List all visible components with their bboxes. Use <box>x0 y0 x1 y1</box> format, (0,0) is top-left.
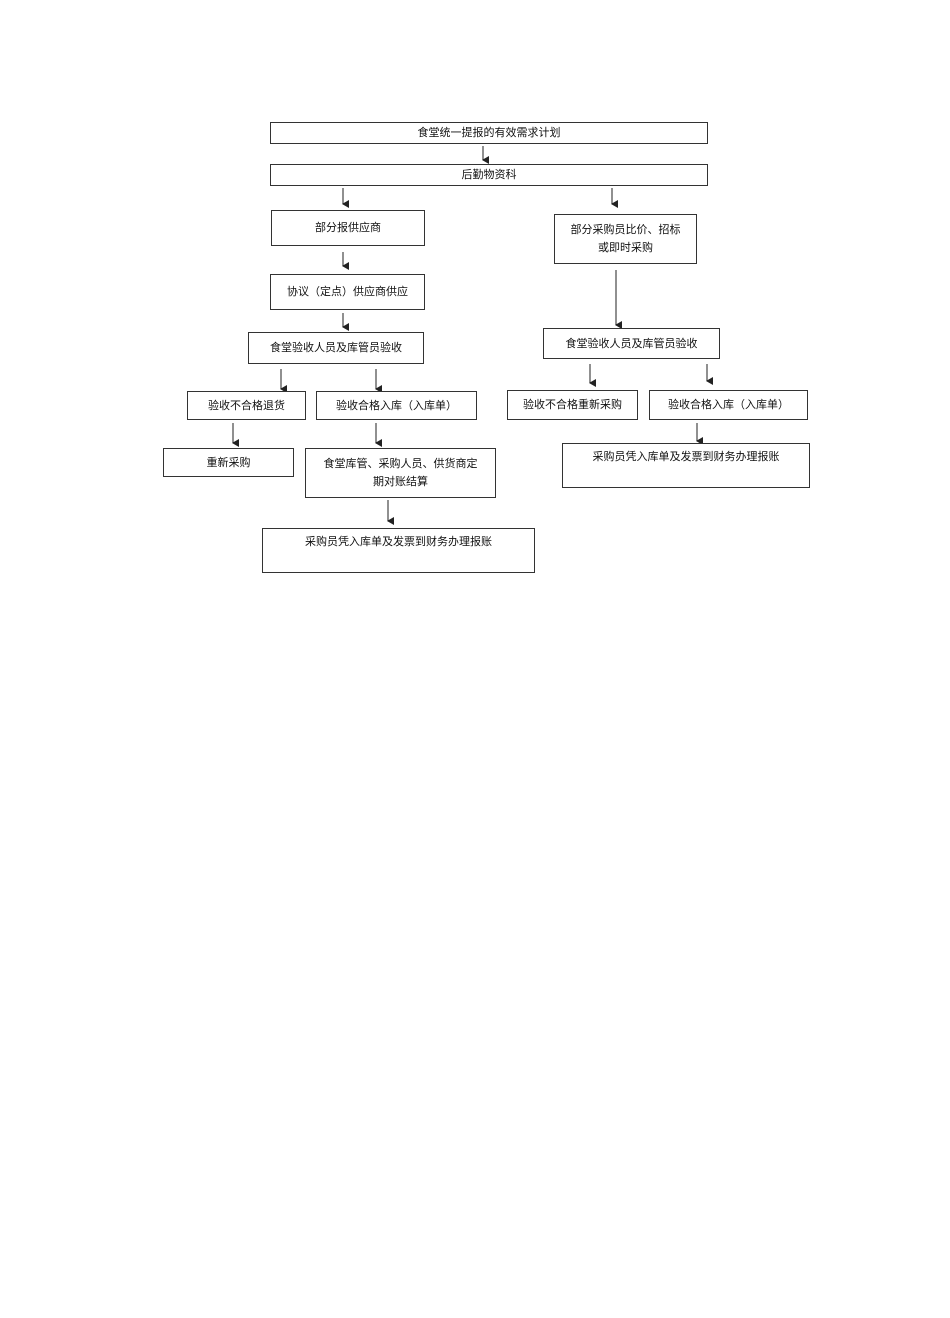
right-reimburse-label: 采购员凭入库单及发票到财务办理报账 <box>592 450 780 463</box>
left-settle-line1: 食堂库管、采购人员、供货商定 <box>323 457 478 470</box>
right-inspect-label: 食堂验收人员及库管员验收 <box>565 336 698 350</box>
left-settle-line2: 期对账结算 <box>373 475 428 488</box>
left-inspect-label: 食堂验收人员及库管员验收 <box>270 341 402 354</box>
left-supplier-label: 部分报供应商 <box>315 221 381 234</box>
left-agreement-box: 协议（定点）供应商供应 <box>270 274 425 310</box>
left-supplier-box: 部分报供应商 <box>271 210 425 246</box>
left-reimburse-box: 采购员凭入库单及发票到财务办理报账 <box>262 528 535 573</box>
right-reimburse-box: 采购员凭入库单及发票到财务办理报账 <box>562 443 810 488</box>
left-agreement-label: 协议（定点）供应商供应 <box>287 285 408 298</box>
left-settle-box: 食堂库管、采购人员、供货商定 期对账结算 <box>305 448 496 498</box>
right-fail-box: 验收不合格重新采购 <box>507 390 638 420</box>
right-inspect-box: 食堂验收人员及库管员验收 <box>543 328 720 359</box>
left-fail-label: 验收不合格退货 <box>208 398 285 412</box>
right-buyer-line2: 或即时采购 <box>598 241 653 254</box>
left-pass-box: 验收合格入库（入库单） <box>316 391 477 420</box>
right-buyer-line1: 部分采购员比价、招标 <box>570 223 681 236</box>
logistics-box: 后勤物资科 <box>270 164 708 186</box>
left-pass-label: 验收合格入库（入库单） <box>336 398 457 412</box>
right-pass-box: 验收合格入库（入库单） <box>649 390 808 420</box>
right-buyer-box: 部分采购员比价、招标 或即时采购 <box>554 214 697 264</box>
left-reimburse-label: 采购员凭入库单及发票到财务办理报账 <box>305 535 492 548</box>
left-repurchase-box: 重新采购 <box>163 448 294 477</box>
plan-label: 食堂统一提报的有效需求计划 <box>417 126 561 139</box>
left-fail-box: 验收不合格退货 <box>187 391 306 420</box>
right-pass-label: 验收合格入库（入库单） <box>668 398 789 411</box>
left-repurchase-label: 重新采购 <box>206 455 251 469</box>
right-fail-label: 验收不合格重新采购 <box>523 398 622 411</box>
left-inspect-box: 食堂验收人员及库管员验收 <box>248 332 424 364</box>
logistics-label: 后勤物资科 <box>461 168 517 181</box>
plan-box: 食堂统一提报的有效需求计划 <box>270 122 708 144</box>
